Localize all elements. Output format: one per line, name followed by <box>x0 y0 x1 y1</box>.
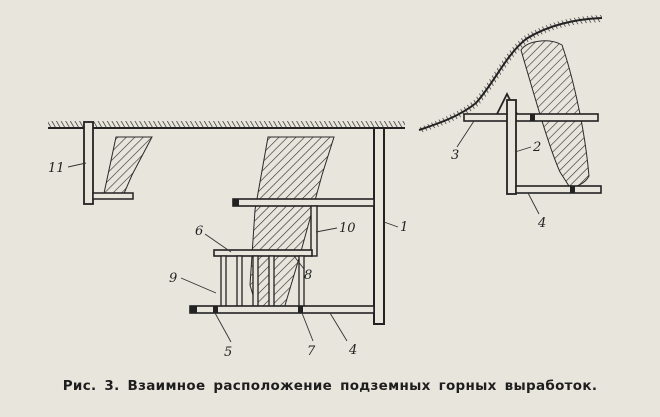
lower-drift-4 <box>515 185 602 194</box>
drift-11 <box>92 192 134 200</box>
raise-a <box>220 255 227 313</box>
raise-e <box>298 255 305 313</box>
ore-body-large <box>249 136 335 313</box>
main-shaft-1 <box>373 127 385 325</box>
left-scheme: 11 1 10 6 8 9 5 7 4 <box>48 121 408 360</box>
ore-body-small <box>102 136 153 199</box>
upper-drift-end <box>233 199 239 206</box>
right-scheme: 3 2 4 <box>418 15 603 231</box>
label-5: 5 <box>224 345 232 360</box>
figure-caption: Рис. 3. Взаимное расположение подземных … <box>62 378 598 394</box>
crosscut-10 <box>310 205 318 257</box>
raise-b <box>236 255 243 313</box>
label-6: 6 <box>195 224 203 239</box>
raise-d <box>268 255 275 313</box>
hillside-line <box>418 17 603 131</box>
label-9: 9 <box>169 271 177 286</box>
upper-drift <box>232 198 375 207</box>
raise-c <box>252 255 259 313</box>
adit-3-mark <box>530 114 535 121</box>
label-7: 7 <box>307 344 316 359</box>
sublevel-8 <box>213 249 313 257</box>
right-leader-lines <box>456 120 540 215</box>
label-3: 3 <box>451 148 459 163</box>
winze-2 <box>506 99 517 195</box>
leader-lines <box>67 162 399 343</box>
lower-drift-mark <box>570 186 575 193</box>
label-4b: 4 <box>537 216 546 231</box>
label-2: 2 <box>532 140 541 155</box>
haulage-mark-7 <box>298 306 303 313</box>
haulage-end-left <box>190 306 197 313</box>
label-10: 10 <box>339 221 356 236</box>
hillside-hatch <box>418 15 602 133</box>
label-4a: 4 <box>348 343 357 358</box>
label-11: 11 <box>48 161 65 176</box>
label-1: 1 <box>400 220 408 235</box>
label-8: 8 <box>304 268 312 283</box>
haulage-mark-5 <box>213 306 218 313</box>
